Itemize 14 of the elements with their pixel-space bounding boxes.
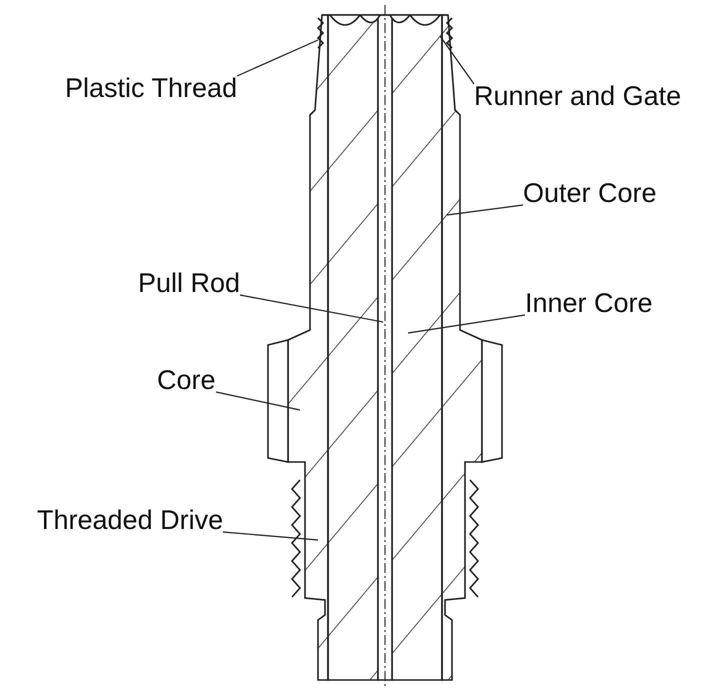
part-label: Threaded Drive	[37, 504, 224, 536]
leader-line	[222, 531, 318, 541]
leader-line	[446, 204, 524, 216]
part-label: Inner Core	[525, 287, 653, 319]
part-label: Outer Core	[523, 177, 657, 209]
part-label: Runner and Gate	[474, 80, 682, 112]
leader-line	[408, 314, 526, 334]
part-label: Plastic Thread	[65, 72, 238, 104]
leader-line	[240, 294, 384, 323]
part-label: Core	[157, 364, 216, 396]
leader-line	[440, 36, 474, 84]
leader-line	[236, 39, 318, 77]
leader-line	[216, 391, 300, 411]
part-label: Pull Rod	[138, 267, 240, 299]
